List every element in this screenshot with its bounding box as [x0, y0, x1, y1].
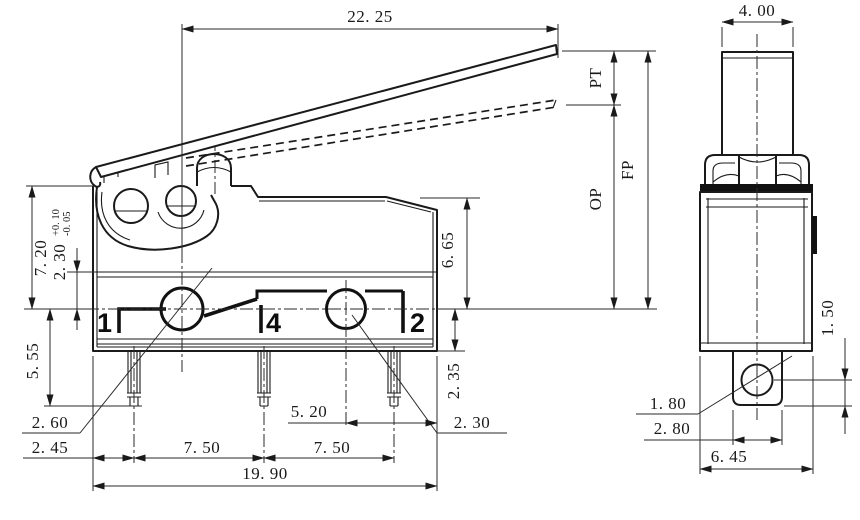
pivot-rivet-right — [165, 185, 197, 217]
centerlines — [86, 250, 436, 426]
dim-pitch-2: 7. 50 — [314, 438, 351, 457]
dim-pivot-plus: +0. 10 — [51, 209, 62, 236]
dim-pivot: 2. 30 — [50, 244, 69, 281]
dim-base-height: 2. 35 — [444, 363, 463, 400]
dim-height: 7. 20 — [31, 240, 50, 277]
dim-hole-right-offset: 5. 20 — [291, 402, 328, 421]
dim-pretravel: PT — [586, 67, 605, 88]
switch-body-outline — [92, 185, 438, 352]
dim-operating-position: OP — [586, 188, 605, 211]
dim-body-height: 6. 65 — [438, 232, 457, 269]
side-dimensions: 4. 00 1. 50 1. 80 2. 80 6. 45 — [636, 1, 852, 474]
dim-body-depth: 6. 45 — [711, 447, 748, 466]
terminal-1-label: 1 — [97, 308, 112, 338]
lever-arm-free-position — [185, 99, 557, 167]
terminal-pin — [257, 346, 271, 463]
front-dimensions: 22. 25 PT OP FP 7. 20 2. 30 +0. 10 — [22, 7, 657, 491]
dim-pivot-minus: -0. 05 — [62, 212, 73, 237]
dim-tab-hole: 1. 80 — [650, 394, 687, 413]
terminal-pin — [127, 346, 141, 463]
dim-tab-width: 2. 80 — [654, 419, 691, 438]
lever-arm — [89, 44, 558, 188]
dim-hole-left: 2. 60 — [32, 413, 69, 432]
dim-pitch-1: 7. 50 — [184, 438, 221, 457]
dim-hole-right: 2. 30 — [454, 413, 491, 432]
dim-pin-length: 5. 55 — [23, 343, 42, 380]
dim-hole-offset: 1. 50 — [818, 300, 837, 337]
terminal-4-label: 4 — [266, 308, 281, 338]
dim-free-position: FP — [618, 160, 637, 180]
dim-plunger-width: 4. 00 — [739, 1, 776, 20]
side-view: 4. 00 1. 50 1. 80 2. 80 6. 45 — [636, 1, 852, 474]
side-latch-bump — [812, 216, 817, 254]
terminal-pin — [387, 346, 401, 463]
dim-pivot-tolerance: 2. 30 +0. 10 -0. 05 — [50, 209, 73, 280]
dim-width: 19. 90 — [242, 464, 288, 483]
pivot-rivet-left — [113, 188, 149, 224]
front-view: 1 4 2 — [22, 7, 657, 491]
side-body — [699, 191, 817, 352]
dim-lever-length: 22. 25 — [347, 7, 393, 26]
terminal-pins — [127, 346, 401, 463]
dim-pin-offset: 2. 45 — [32, 438, 69, 457]
terminal-2-label: 2 — [410, 308, 425, 338]
